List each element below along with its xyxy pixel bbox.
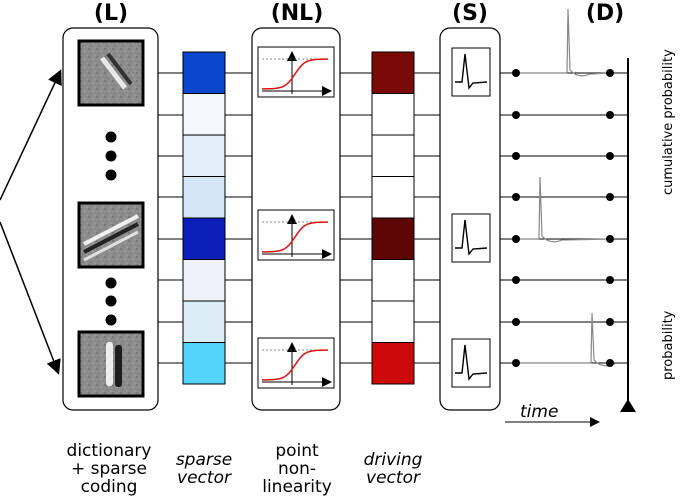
junction-dot-left — [512, 318, 520, 326]
sparse-cell — [182, 259, 226, 302]
nonlinearity-plots — [257, 46, 335, 389]
probability-traces — [520, 8, 616, 367]
svg-text:non-: non- — [278, 459, 316, 479]
nonlinearity-curve — [261, 221, 329, 253]
sparse-cell — [182, 342, 226, 385]
caption-dictionary: dictionary + sparse coding — [67, 441, 152, 497]
caption-driving: driving vector — [364, 450, 423, 488]
junction-dot-right — [606, 318, 614, 326]
junction-dot-left — [512, 69, 520, 77]
svg-text:point: point — [275, 441, 319, 461]
svg-text:dictionary: dictionary — [67, 441, 152, 461]
sparse-cell — [182, 176, 226, 219]
sparse-cell — [182, 217, 226, 260]
probability-trace — [520, 8, 613, 77]
spike-plot — [451, 338, 491, 388]
junction-dot-left — [512, 359, 520, 367]
driving-cell — [371, 176, 415, 219]
svg-text:linearity: linearity — [262, 477, 332, 497]
output-axis-triangle — [620, 399, 636, 412]
nonlinearity-plot — [257, 46, 335, 98]
ellipsis-dot — [105, 131, 117, 143]
sparse-cell — [182, 51, 226, 94]
time-label: time — [520, 402, 558, 422]
spike-waveform — [455, 344, 488, 381]
svg-text:vector: vector — [366, 468, 421, 488]
sparse-cell — [182, 300, 226, 343]
ellipsis-dot — [105, 295, 117, 307]
sparse-cell — [182, 93, 226, 136]
side-label-probability: probability — [661, 310, 676, 380]
junction-dot-right — [606, 235, 614, 243]
driving-cell — [371, 259, 415, 302]
spike-waveform — [455, 53, 488, 90]
junction-dot-left — [512, 276, 520, 284]
junction-dot-left — [512, 235, 520, 243]
driving-cell — [371, 342, 415, 385]
spike-plot-frame — [451, 213, 491, 263]
sparse-vector — [182, 51, 226, 385]
spike-waveform — [455, 219, 488, 256]
sparse-cell — [182, 134, 226, 177]
driving-cell — [371, 134, 415, 177]
junction-dot-right — [606, 69, 614, 77]
junction-dot-left — [512, 193, 520, 201]
junction-dot-right — [606, 193, 614, 201]
header-s: (S) — [452, 1, 488, 26]
probability-trace — [520, 312, 616, 367]
nonlinearity-curve — [261, 58, 329, 90]
junction-dot-left — [512, 152, 520, 160]
spike-plot — [451, 213, 491, 263]
caption-point: point non- linearity — [262, 441, 332, 497]
junction-dot-right — [606, 276, 614, 284]
driving-cell — [371, 300, 415, 343]
ellipsis-dot — [105, 169, 117, 181]
nonlinearity-curve — [261, 349, 329, 381]
header-d: (D) — [586, 1, 624, 26]
spike-plots — [451, 47, 491, 388]
junction-dot-right — [606, 359, 614, 367]
spike-plot-frame — [451, 338, 491, 388]
svg-text:+ sparse: + sparse — [71, 459, 147, 479]
nonlinearity-plot — [257, 209, 335, 261]
caption-sparse: sparse vector — [176, 450, 232, 488]
svg-text:vector: vector — [177, 468, 232, 488]
header-nl: (NL) — [271, 1, 324, 26]
ellipsis-dot — [105, 150, 117, 162]
junction-dot-left — [512, 111, 520, 119]
driving-vector — [371, 51, 415, 385]
input-arrows — [0, 69, 62, 375]
junction-dot-right — [606, 111, 614, 119]
side-label-cumulative: cumulative probability — [661, 49, 676, 195]
header-l: (L) — [94, 1, 128, 26]
svg-text:sparse: sparse — [176, 450, 232, 470]
spike-plot — [451, 47, 491, 97]
dictionary-patch-3 — [77, 330, 145, 398]
dictionary-patch-1 — [77, 39, 145, 107]
svg-text:coding: coding — [81, 477, 138, 497]
nonlinearity-plot — [257, 337, 335, 389]
driving-cell — [371, 217, 415, 260]
driving-cell — [371, 51, 415, 94]
dictionary-patch-2 — [77, 201, 145, 269]
svg-text:driving: driving — [364, 450, 423, 470]
driving-cell — [371, 93, 415, 136]
ellipsis-dot — [105, 314, 117, 326]
spike-plot-frame — [451, 47, 491, 97]
junction-dot-right — [606, 152, 614, 160]
ellipsis-dot — [105, 277, 117, 289]
junction-dots — [512, 69, 614, 367]
probability-trace — [520, 176, 613, 243]
